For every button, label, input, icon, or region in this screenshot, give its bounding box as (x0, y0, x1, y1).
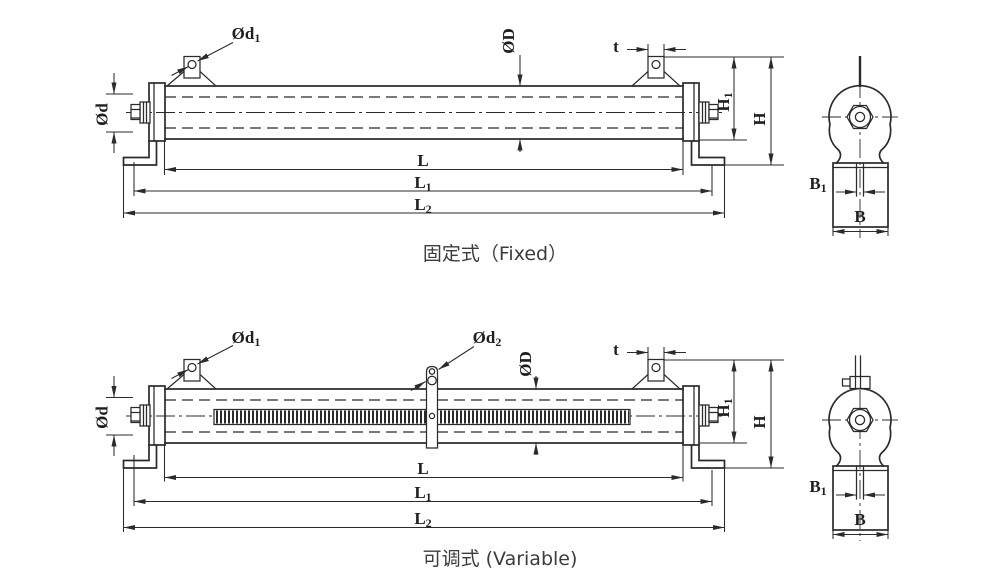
dim-label-od-variable: Ød (93, 406, 112, 429)
fixed-dim-oD: ØD (499, 28, 523, 152)
variable-caption: 可调式 (Variable) (423, 548, 578, 570)
dim-label-t-variable: t (613, 340, 619, 359)
dim-label-t: t (613, 37, 619, 56)
variable-winding-track (213, 408, 631, 426)
dim-label-H: H (750, 112, 769, 125)
dim-label-L1: L1 (414, 173, 431, 194)
variable-dim-od2: Ød2 (410, 328, 502, 391)
fixed-end-plate-left (148, 82, 166, 142)
dim-label-L-variable: L (417, 459, 428, 478)
dim-label-od1: Ød1 (232, 24, 261, 45)
variable-dim-od1: Ød1 (171, 328, 261, 379)
variable-dim-t: t (613, 340, 686, 360)
dim-label-B1: B1 (809, 174, 826, 195)
variable-side-wire (854, 355, 862, 378)
dim-label-H1: H1 (714, 92, 735, 111)
variable-mounting-foot-right (690, 444, 726, 469)
fixed-terminal-bolt-left (130, 101, 151, 124)
fixed-dim-L1: L1 (133, 162, 713, 196)
fixed-dimensions: Ød1 ØD t Ød H1 (93, 24, 784, 218)
dim-label-H1-variable: H1 (714, 398, 735, 417)
variable-end-plate-right (682, 385, 700, 446)
variable-main-view (122, 358, 726, 469)
fixed-dim-B: B (832, 207, 889, 236)
fixed-tube (164, 85, 684, 140)
dim-label-od: Ød (93, 103, 112, 126)
variable-dim-L: L (163, 445, 684, 482)
fixed-terminal-lug-right (631, 55, 681, 87)
dim-label-B-variable: B (854, 510, 865, 529)
fixed-side-body (828, 84, 892, 165)
variable-side-view: B1 B (809, 355, 898, 541)
dim-label-od2: Ød2 (473, 328, 502, 349)
variable-end-plate-left (148, 385, 166, 446)
fixed-lug-hole-right (651, 59, 661, 70)
fixed-end-plate-right (682, 82, 700, 142)
variable-lug-hole-left (187, 362, 197, 373)
fixed-lug-hole-left (187, 59, 197, 70)
variable-dim-oD: ØD (516, 351, 539, 455)
variable-side-body (828, 387, 892, 468)
fixed-dim-t: t (613, 37, 686, 57)
fixed-side-hex-bolt (846, 104, 874, 130)
variable-dim-B: B (832, 510, 889, 539)
variable-mounting-foot-left (122, 444, 158, 469)
fixed-mounting-foot-left (122, 140, 158, 166)
fixed-dim-L2: L2 (122, 165, 726, 218)
variable-dimensions: Ød1 Ød2 ØD t Ød (93, 328, 784, 532)
variable-dim-L1: L1 (133, 455, 713, 506)
fixed-main-view (122, 55, 726, 166)
dim-label-B: B (854, 207, 865, 226)
fixed-dim-B1: B1 (809, 174, 885, 195)
dim-label-oD-variable: ØD (516, 351, 535, 377)
fixed-side-base (832, 162, 889, 228)
variable-terminal-bolt-right (698, 404, 719, 427)
variable-dim-H1: H1 (699, 360, 747, 444)
variable-dim-H: H (724, 360, 784, 469)
variable-side-hex-bolt (846, 407, 874, 433)
fixed-view: Ød1 ØD t Ød H1 (93, 24, 898, 265)
variable-dim-B1: B1 (809, 477, 885, 498)
fixed-dim-od: Ød (93, 73, 133, 153)
dim-label-L: L (417, 151, 428, 170)
variable-terminal-lug-right (631, 358, 681, 390)
fixed-dim-od1: Ød1 (171, 24, 261, 76)
dim-label-od1-variable: Ød1 (232, 328, 261, 349)
variable-dim-od: Ød (93, 376, 133, 456)
variable-terminal-lug-left (166, 358, 217, 390)
fixed-side-view: B1 B (809, 56, 898, 238)
variable-slider-clamp (425, 365, 439, 449)
dim-label-oD: ØD (499, 28, 518, 54)
fixed-mounting-foot-right (690, 140, 726, 166)
dim-label-H-variable: H (750, 415, 769, 428)
dim-label-L2: L2 (414, 195, 431, 216)
fixed-terminal-lug-left (166, 55, 217, 87)
fixed-dim-L: L (163, 141, 684, 175)
variable-lug-hole-right (651, 362, 661, 373)
variable-view: Ød1 Ød2 ØD t Ød (93, 328, 898, 570)
fixed-dim-H: H (724, 57, 784, 166)
variable-side-tap-clamp (841, 375, 871, 390)
variable-dim-L2: L2 (122, 468, 726, 532)
variable-terminal-bolt-left (130, 404, 151, 427)
fixed-terminal-bolt-right (698, 101, 719, 124)
fixed-dim-H1: H1 (699, 57, 747, 141)
dim-label-L2-variable: L2 (414, 509, 431, 530)
dim-label-B1-variable: B1 (809, 477, 826, 498)
dim-label-L1-variable: L1 (414, 483, 431, 504)
fixed-caption: 固定式（Fixed） (423, 243, 567, 265)
